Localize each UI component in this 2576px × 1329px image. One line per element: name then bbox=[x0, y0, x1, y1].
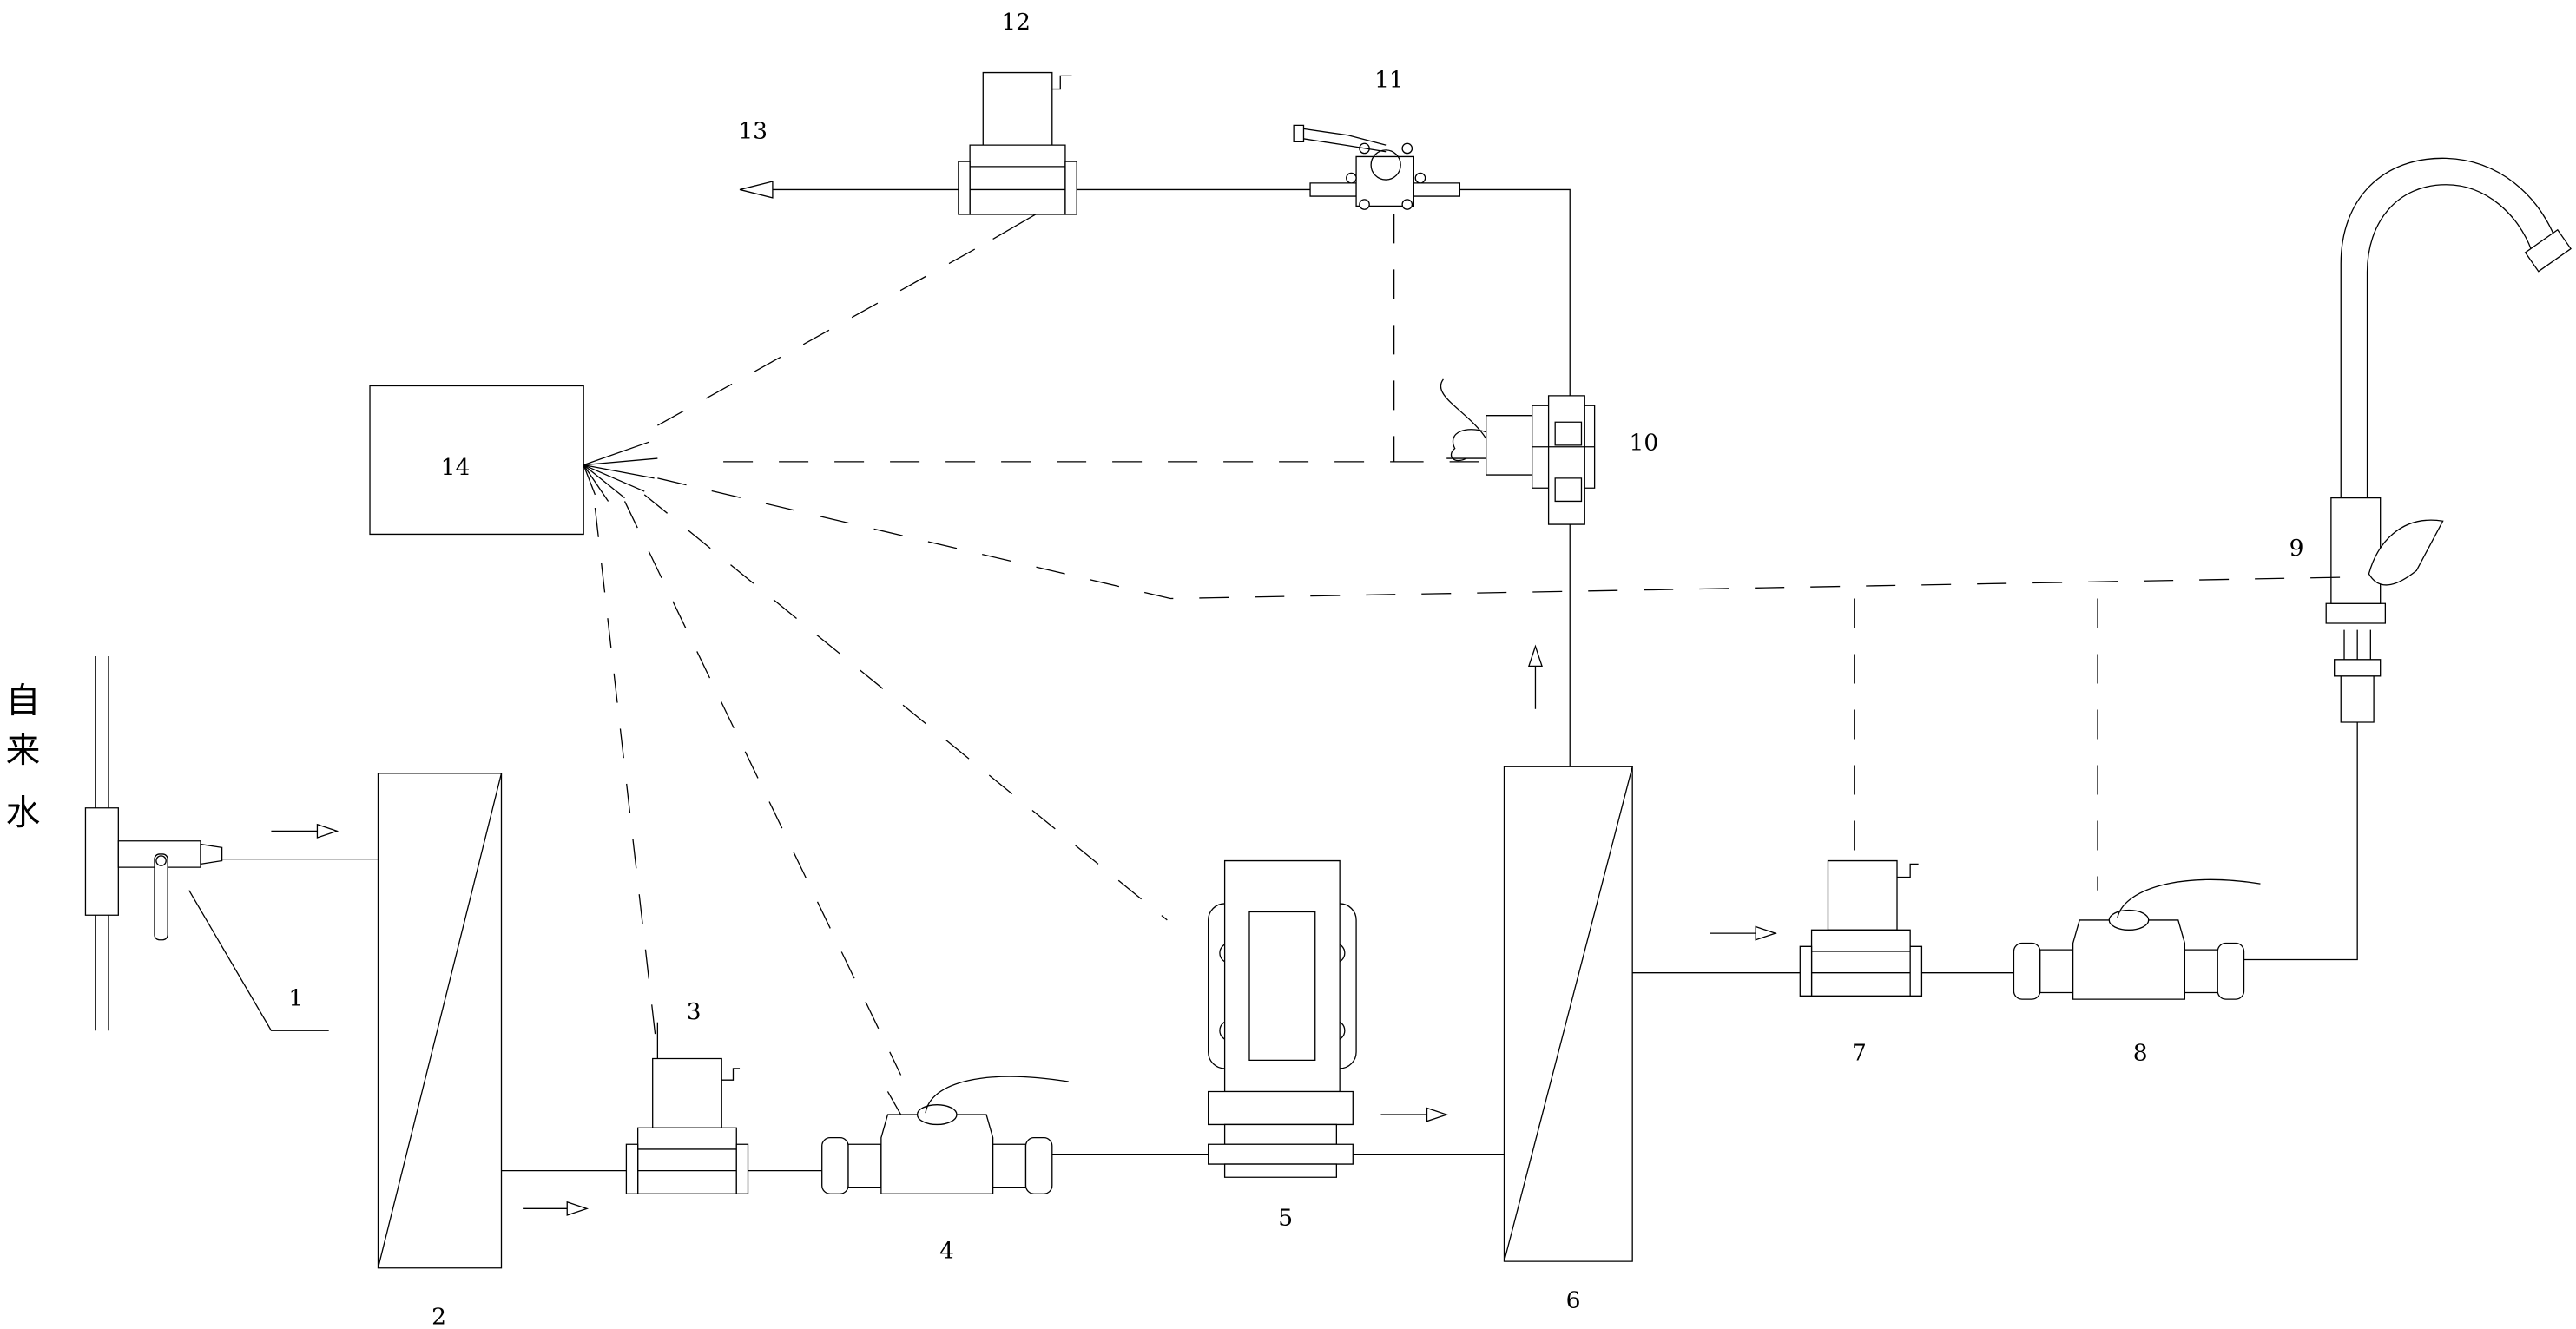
label-10: 10 bbox=[1630, 430, 1659, 457]
label-2: 2 bbox=[432, 1303, 446, 1329]
label-14: 14 bbox=[441, 454, 471, 481]
pipes bbox=[501, 189, 2357, 1170]
flow-arrow-1 bbox=[271, 825, 337, 838]
filter-2 bbox=[378, 773, 501, 1268]
inlet-valve bbox=[85, 656, 378, 1030]
flow-arrow-4 bbox=[1710, 927, 1776, 940]
solenoid-valve-7 bbox=[1800, 861, 1921, 997]
flow-arrow-3 bbox=[1380, 1108, 1446, 1121]
tap-water-char-1: 自 bbox=[6, 681, 41, 721]
label-4: 4 bbox=[939, 1237, 954, 1264]
label-8: 8 bbox=[2133, 1039, 2148, 1066]
solenoid-valve-3 bbox=[626, 1023, 748, 1194]
label-6: 6 bbox=[1566, 1286, 1581, 1313]
tap-water-label: 自 来 水 bbox=[6, 681, 41, 833]
tap-water-char-2: 来 bbox=[6, 731, 41, 771]
flow-arrow-2 bbox=[523, 1202, 587, 1215]
label-1: 1 bbox=[288, 985, 303, 1012]
label-3: 3 bbox=[687, 998, 702, 1025]
solenoid-valve-12 bbox=[959, 73, 1077, 240]
label-9: 9 bbox=[2289, 535, 2304, 562]
label-5: 5 bbox=[1278, 1204, 1293, 1231]
component-labels: 1 2 3 4 5 6 7 8 9 10 11 12 13 14 bbox=[288, 9, 2303, 1329]
controller-14 bbox=[370, 385, 657, 534]
flow-arrows bbox=[271, 181, 1775, 1215]
label-7: 7 bbox=[1852, 1039, 1867, 1066]
filter-6 bbox=[1504, 766, 1632, 1261]
flow-meter-4 bbox=[822, 1076, 1069, 1194]
signal-lines bbox=[595, 206, 2354, 1075]
tap-water-char-3: 水 bbox=[6, 793, 41, 833]
sensor-11 bbox=[1294, 125, 1459, 209]
flow-meter-8 bbox=[2013, 879, 2260, 999]
flow-arrow-out bbox=[740, 181, 959, 198]
label-12: 12 bbox=[1001, 9, 1031, 36]
flow-arrow-up bbox=[1529, 647, 1542, 709]
label-11: 11 bbox=[1374, 67, 1404, 94]
booster-pump-5 bbox=[1209, 861, 1356, 1178]
faucet-9 bbox=[2326, 158, 2571, 722]
label-13: 13 bbox=[738, 118, 768, 145]
valve-10 bbox=[1440, 379, 1594, 524]
